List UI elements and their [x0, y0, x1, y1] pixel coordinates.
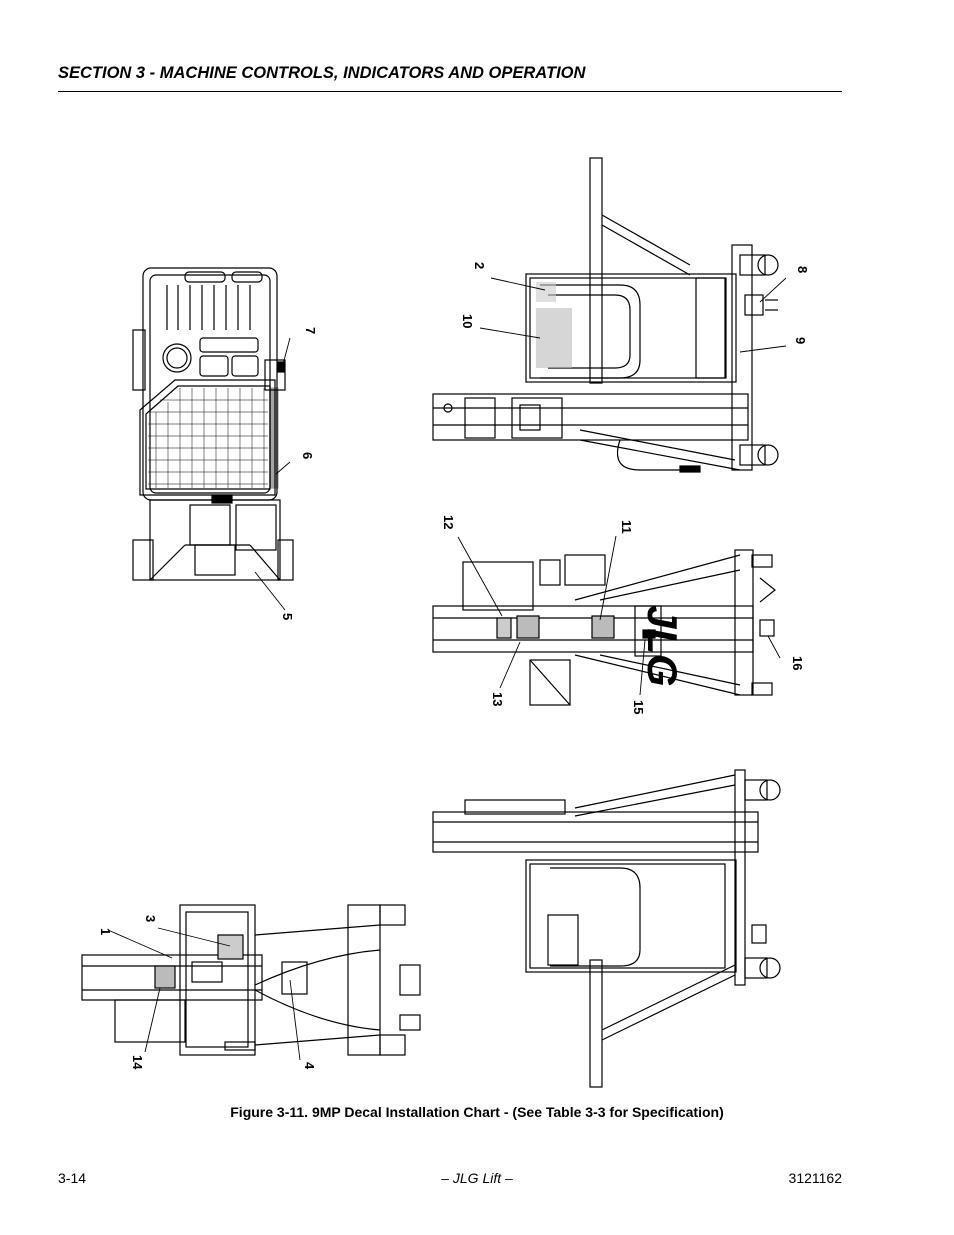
callout-6: 6 [300, 452, 315, 459]
side-view-drawing [432, 157, 779, 473]
document-number: 3121162 [788, 1170, 842, 1186]
callout-3: 3 [143, 915, 158, 922]
callout-13: 13 [490, 692, 505, 706]
callout-labels: 1 2 3 4 5 6 7 8 9 10 11 12 13 14 15 16 [98, 262, 810, 1070]
callout-4: 4 [302, 1062, 317, 1070]
callout-leaders [107, 277, 787, 1061]
figure-caption: Figure 3-11. 9MP Decal Installation Char… [230, 1104, 724, 1120]
front-view-drawing: JLG [432, 549, 776, 706]
callout-8: 8 [795, 266, 810, 273]
callout-14: 14 [130, 1055, 145, 1070]
header-rule [58, 91, 842, 92]
callout-15: 15 [631, 700, 646, 714]
callout-5: 5 [280, 613, 295, 620]
top-view-drawing [132, 267, 294, 581]
callout-10: 10 [460, 314, 475, 328]
callout-2: 2 [472, 262, 487, 269]
rear-side-view-drawing [432, 769, 781, 1088]
rotated-view-drawing [81, 904, 421, 1056]
callout-16: 16 [790, 656, 805, 670]
callout-9: 9 [793, 337, 808, 344]
callout-1: 1 [98, 928, 113, 935]
callout-7: 7 [303, 327, 318, 334]
callout-11: 11 [619, 520, 634, 534]
page-number: 3-14 [58, 1170, 87, 1186]
footer-brand: – JLG Lift – [441, 1170, 513, 1186]
svg-text:JLG: JLG [639, 605, 686, 687]
callout-12: 12 [441, 515, 456, 529]
section-header: SECTION 3 - MACHINE CONTROLS, INDICATORS… [58, 64, 586, 82]
